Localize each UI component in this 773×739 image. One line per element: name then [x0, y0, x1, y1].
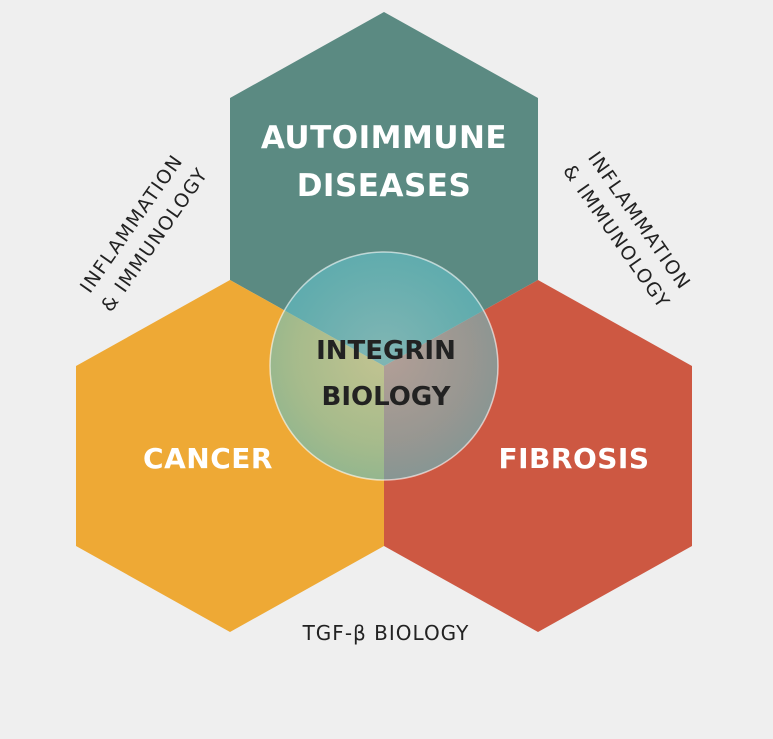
fibrosis-label: FIBROSIS: [499, 442, 650, 475]
hexagon-autoimmune-diseases: [230, 12, 538, 366]
tgf-beta-biology-label: TGF-β BIOLOGY: [302, 621, 470, 645]
autoimmune-label-line1: AUTOIMMUNE: [261, 120, 507, 156]
right-side-label: INFLAMMATION & IMMUNOLOGY: [558, 148, 695, 313]
integrin-label-line2: BIOLOGY: [322, 382, 452, 412]
integrin-biology-circle: [269, 251, 499, 481]
cancer-label: CANCER: [143, 442, 273, 475]
integrin-label-line1: INTEGRIN: [316, 336, 456, 366]
left-side-label: INFLAMMATION & IMMUNOLOGY: [76, 151, 213, 316]
autoimmune-label-line2: DISEASES: [297, 168, 472, 204]
